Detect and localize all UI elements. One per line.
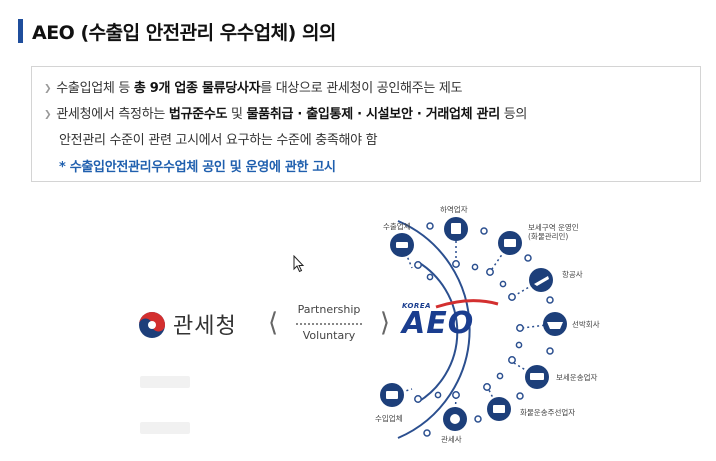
node-label-loader: 하역업자 <box>440 205 468 214</box>
partnership-voluntary: ⟨ Partnership Voluntary ⟩ <box>268 300 390 344</box>
node-label-exporter: 수출업체 <box>383 222 411 231</box>
customs-emblem-icon <box>139 312 165 338</box>
section-title: AEO (수출입 안전관리 우수업체) 의의 <box>18 18 336 44</box>
chevron-right-icon: ⟩ <box>379 308 390 338</box>
title-accent-bar <box>18 19 23 43</box>
node-label-shipping: 선박회사 <box>572 320 600 329</box>
aeo-swoosh <box>435 299 499 309</box>
page-title: AEO (수출입 안전관리 우수업체) 의의 <box>32 21 336 44</box>
description-line-2: ❯관세청에서 측정하는 법규준수도 및 물품취급 · 출입통제 · 시설보안 ·… <box>44 107 528 122</box>
voluntary-label: Voluntary <box>302 329 356 342</box>
customs-name: 관세청 <box>173 314 237 339</box>
aeo-wordmark: AEO <box>402 306 475 341</box>
partnership-label: Partnership <box>297 303 361 316</box>
chevron-left-icon: ⟨ <box>268 308 279 338</box>
node-label-bonded-transport: 보세운송업자 <box>556 373 598 382</box>
bullet-icon: ❯ <box>44 110 52 120</box>
aeo-korea-label: KOREA <box>402 302 432 310</box>
dotted-divider <box>296 323 362 325</box>
description-box: ❯수출입업체 등 총 9개 업종 물류당사자를 대상으로 관세청이 공인해주는 … <box>31 66 701 182</box>
customs-logo: 관세청 <box>138 308 237 340</box>
bullet-icon: ❯ <box>44 84 52 94</box>
description-line-3: 안전관리 수준이 관련 고시에서 요구하는 수준에 충족해야 함 <box>59 133 378 148</box>
node-label-forwarder: 화물운송주선업자 <box>520 408 576 417</box>
regulation-note: * 수출입안전관리우수업체 공인 및 운영에 관한 고시 <box>59 160 336 175</box>
node-label-bonded-operator: 보세구역 운영인 (화물관리인) <box>528 223 579 242</box>
inner-ring <box>417 261 459 403</box>
mouse-pointer-icon <box>293 255 305 273</box>
node-label-broker: 관세사 <box>441 435 462 444</box>
node-label-importer: 수입업체 <box>375 414 403 423</box>
ring-graphic <box>139 217 567 439</box>
faded-placeholder <box>140 422 190 434</box>
ring-dots <box>414 260 524 403</box>
description-line-1: ❯수출입업체 등 총 9개 업종 물류당사자를 대상으로 관세청이 공인해주는 … <box>44 81 463 96</box>
korea-aeo-logo: KOREA AEO <box>402 302 474 339</box>
node-label-airline: 항공사 <box>562 270 583 279</box>
outer-ring <box>397 220 471 439</box>
faded-placeholder <box>140 376 190 388</box>
aeo-diagram: 관세청 ⟨ Partnership Voluntary ⟩ KOREA AEO … <box>0 190 716 461</box>
